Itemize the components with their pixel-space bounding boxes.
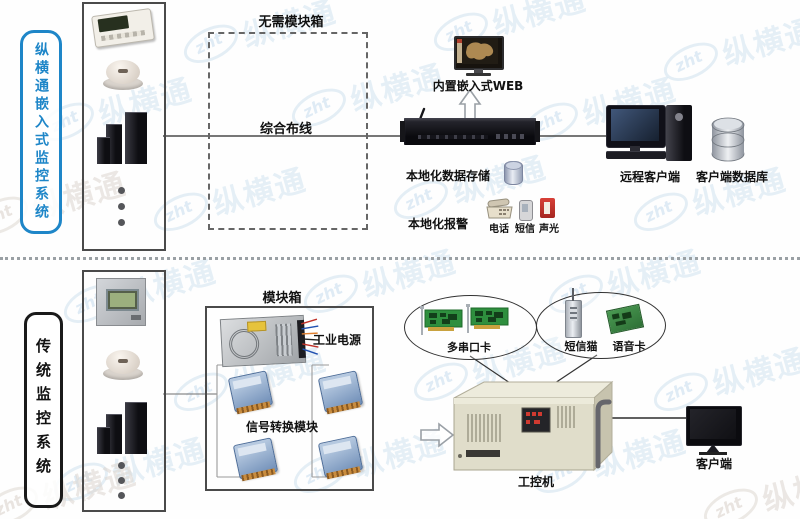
smoke-detector-icon [103,350,143,380]
wiring-label: 综合布线 [259,122,312,137]
embedded-system-title: 纵横通嵌入式监控系统 [20,30,62,234]
remote-client-label: 远程客户端 [619,170,680,184]
client-monitor-icon [686,406,742,456]
sound-light-alarm-icon [540,198,555,218]
signal-module-icon [232,437,279,480]
sensor-devices-box-top [82,2,166,251]
pc-tower-icon [666,105,692,161]
remote-client-pc-icon [606,105,668,159]
storage-cylinder-icon [504,161,523,185]
signal-module-icon [317,370,364,413]
industrial-power-supply-icon [219,314,320,368]
traditional-system-title: 传统监控系统 [24,312,63,508]
client-label: 客户端 [695,457,732,471]
embedded-monitor-host-icon [400,118,540,145]
sms-phone-icon [519,200,533,221]
ipc-label: 工控机 [517,475,554,489]
industrial-power-label: 工业电源 [312,333,361,347]
alarm-sms-label: 短信 [515,224,535,235]
signal-module-label: 信号转换模块 [245,420,318,434]
right-arrow-icon [420,422,455,448]
up-arrow-icon [458,88,482,120]
ellipsis-dot [118,477,125,484]
embedded-web-label: 内置嵌入式WEB [432,79,524,93]
no-module-box-outline [208,32,368,230]
embedded-system-title-text: 纵横通嵌入式监控系统 [33,42,49,222]
client-db-label: 客户端数据库 [695,170,768,184]
module-box-label: 模块箱 [262,291,302,306]
telephone-icon [486,198,513,219]
serial-card-label: 多串口卡 [447,341,491,354]
section-divider [0,257,800,260]
database-stack-icon [711,117,745,162]
local-alarm-label: 本地化报警 [408,217,469,231]
sms-modem-icon [565,288,582,338]
signal-module-icon [317,435,364,478]
ellipsis-dot [118,492,125,499]
local-storage-label: 本地化数据存储 [406,169,491,183]
alarm-phone-label: 电话 [489,224,509,235]
signal-module-icon [227,370,274,413]
no-module-box-label: 无需模块箱 [258,15,324,30]
smoke-detector-icon [103,60,143,90]
server-towers-icon [97,400,147,456]
serial-card-icon [466,304,509,333]
modem-voice-oval [536,292,666,359]
serial-card-link-line [469,355,514,386]
industrial-pc-icon [453,380,614,472]
voice-card-label: 语音卡 [612,340,646,353]
thermostat-device-icon [96,278,146,326]
traditional-system-title-text: 传统监控系统 [34,338,52,482]
ellipsis-dot [118,462,125,469]
module-box-outline [205,306,374,491]
sms-modem-label: 短信猫 [564,340,598,353]
server-towers-icon [97,110,147,166]
embedded-web-monitor-icon [454,36,504,76]
modem-link-line [551,354,598,386]
ellipsis-dot [118,203,125,210]
ellipsis-dot [118,187,125,194]
serial-card-icon [420,306,463,335]
ellipsis-dot [118,219,125,226]
sensor-devices-box-bottom [82,270,166,512]
alarm-sound-label: 声光 [539,224,559,235]
